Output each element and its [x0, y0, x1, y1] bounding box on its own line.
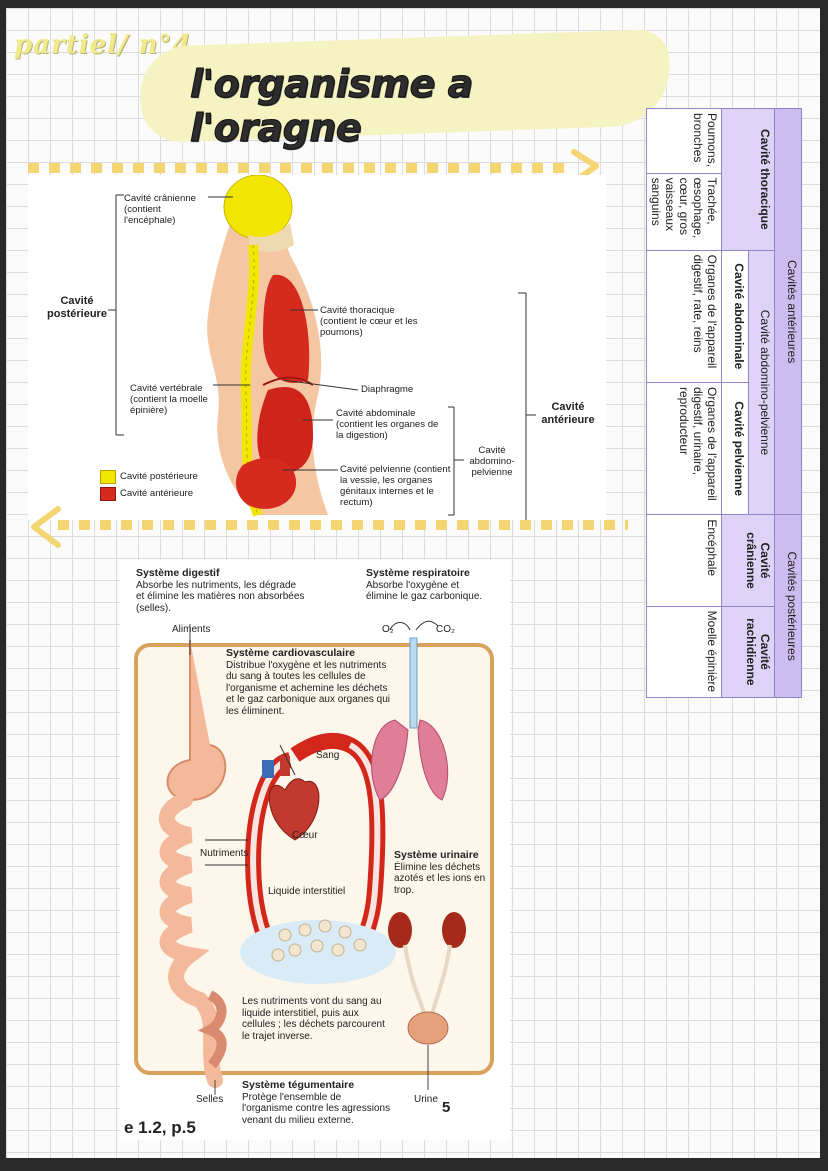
label-coeur: Cœur: [292, 830, 318, 841]
urinary-text: Élimine les déchets azotés et les ions e…: [394, 861, 486, 896]
label-selles: Selles: [196, 1094, 224, 1105]
integumentary-text: Protège l'ensemble de l'organisme contre…: [242, 1091, 391, 1126]
page-number: 5: [442, 1099, 451, 1116]
dashed-border-top: [28, 163, 566, 173]
body-cavity-diagram: Cavité crânienne (contient l'encéphale) …: [28, 175, 606, 520]
label-sang: Sang: [316, 750, 340, 761]
dashed-border-bottom: [58, 520, 628, 530]
legend-label-anterior: Cavité antérieure: [120, 488, 194, 499]
urinary-title: Système urinaire: [394, 849, 479, 861]
table-head-posterior: Cavités postérieures: [774, 514, 802, 698]
label-diaphragm: Diaphragme: [361, 384, 414, 395]
legend-label-posterior: Cavité postérieure: [120, 471, 198, 482]
label-cardio: Système cardiovasculaire Distribue l'oxy…: [226, 647, 396, 717]
table-col-thoracic: Cavité thoracique: [721, 108, 775, 251]
digestive-text: Absorbe les nutriments, les dégrade et é…: [136, 579, 305, 614]
table-col-spinal: Cavité rachidienne: [721, 606, 775, 698]
body-figure: [108, 175, 536, 520]
label-nutriments: Nutriments: [200, 848, 249, 859]
table-col-pelvic: Cavité pelvienne: [721, 382, 749, 515]
arrow-left-icon: [31, 506, 61, 548]
label-respiratory: Système respiratoire Absorbe l'oxygène e…: [366, 567, 486, 603]
label-aliments: Aliments: [172, 624, 211, 635]
integumentary-title: Système tégumentaire: [242, 1079, 355, 1091]
table-cell-thoracic-1: Poumons, bronches: [646, 108, 722, 174]
table-cell-thoracic-2: Trachée, œsophage, cœur, gros vaisseaux …: [646, 173, 722, 251]
digestive-title: Système digestif: [136, 567, 220, 579]
table-cell-abdominal: Organes de l'appareil digestif, rate, re…: [646, 250, 722, 383]
table-cell-cranial: Encéphale: [646, 514, 722, 607]
label-integumentary: Système tégumentaire Protège l'ensemble …: [242, 1079, 392, 1126]
label-co2: CO₂: [436, 624, 455, 635]
label-pelvic: Cavité pelvienne (contient la vessie, le…: [340, 464, 451, 508]
label-interstitial: Liquide interstitiel: [268, 886, 346, 897]
table-head-anterior: Cavités antérieures: [774, 108, 802, 515]
label-cranial: Cavité crânienne (contient l'encéphale): [124, 193, 196, 226]
table-col-abdominal: Cavité abdominale: [721, 250, 749, 383]
label-urinary: Système urinaire Élimine les déchets azo…: [394, 849, 494, 896]
cardio-text: Distribue l'oxygène et les nutriments du…: [226, 659, 391, 717]
label-abdomino-pelvic: Cavité abdomino-pelvienne: [469, 445, 515, 478]
cavities-table-grid: Cavités antérieures Cavités postérieures…: [646, 108, 802, 698]
label-o2: O₂: [382, 624, 394, 635]
cavities-table: Cavités antérieures Cavités postérieures…: [646, 108, 802, 698]
table-cell-pelvic: Organes de l'appareil digestif, urinaire…: [646, 382, 722, 515]
label-vertebral: Cavité vertébrale (contient la moelle ép…: [130, 383, 208, 416]
figure-reference: e 1.2, p.5: [124, 1118, 196, 1137]
table-col-cranial: Cavité crânienne: [721, 514, 775, 607]
table-col-abdomino: Cavité abdomino-pelvienne: [748, 250, 775, 515]
cardio-title: Système cardiovasculaire: [226, 647, 355, 659]
label-posterior: Cavité postérieure: [47, 295, 107, 320]
page-title: l'organisme a l'oragne: [190, 62, 474, 151]
label-digestive: Système digestif Absorbe les nutriments,…: [136, 567, 306, 614]
legend-swatch-posterior: [100, 470, 116, 484]
respiratory-title: Système respiratoire: [366, 567, 470, 579]
label-urine: Urine: [414, 1094, 438, 1105]
label-anterior: Cavité antérieure: [541, 401, 595, 426]
label-thoracic: Cavité thoracique (contient le cœur et l…: [320, 305, 418, 338]
label-exchange: Les nutriments vont du sang au liquide i…: [242, 996, 385, 1042]
table-cell-spinal: Moelle épinière: [646, 606, 722, 698]
respiratory-text: Absorbe l'oxygène et élimine le gaz carb…: [366, 579, 483, 603]
systems-figure: [134, 620, 494, 1095]
legend-swatch-anterior: [100, 487, 116, 501]
body-systems-diagram: Système digestif Absorbe les nutriments,…: [120, 560, 510, 1140]
label-abdominal: Cavité abdominale (contient les organes …: [336, 408, 439, 441]
